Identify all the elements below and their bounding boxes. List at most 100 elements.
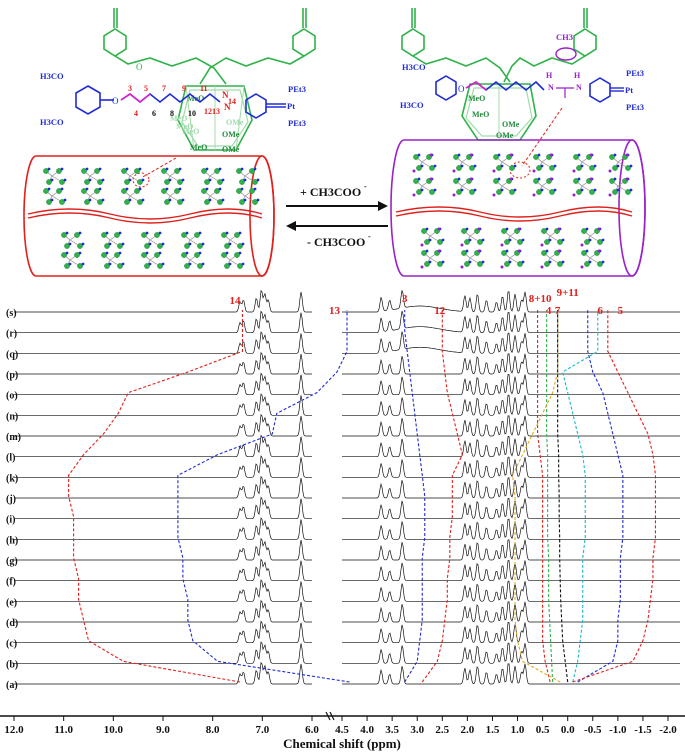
molecule-cluster [236,167,260,185]
tick-label: 2.0 [461,724,475,736]
ome-label: MeO [472,110,489,119]
methoxy-label: H3CO [400,100,424,110]
trace-label: (r) [6,329,17,340]
trace-label: (f) [6,577,16,588]
methoxy-label: H3CO [40,117,64,127]
molecule-cluster [420,249,445,269]
peak-guide-line [577,310,624,683]
tick-label: 12.0 [4,724,24,736]
nmr-trace [14,310,680,334]
molecule-cluster [452,153,477,173]
peak-guide-line [562,310,599,683]
methoxy-label: H3CO [40,71,64,81]
tick-label: -0.5 [584,724,602,736]
ome-label: MeO [182,127,199,136]
nmr-trace [14,289,680,313]
nmr-trace [14,455,680,478]
nitrogen-label: N [548,83,554,92]
nitrogen-label: N [576,83,582,92]
tick-label: 1.0 [511,724,525,736]
tick-label: 7.0 [255,724,269,736]
molecule-cluster [121,187,145,205]
tick-label: 0.5 [536,724,550,736]
trace-label: (d) [6,618,18,629]
chain-number: 9 [182,84,186,93]
tick-label: 4.5 [335,724,349,736]
trace-label: (h) [6,535,18,546]
peak-guide-line [557,310,569,683]
tick-label: -1.5 [634,724,652,736]
peak-guide-line [511,310,561,683]
peak-label: 3 [402,293,408,305]
nmr-trace [14,331,680,354]
nmr-trace [14,620,680,644]
tick-label: 1.5 [486,724,500,736]
trace-label: (g) [6,556,18,567]
pet3-label: PEt3 [626,102,644,112]
nh-label: H [546,71,553,80]
left-tube-molecule-clusters [43,167,260,269]
nmr-stacked-spectra [14,289,680,685]
molecule-cluster [181,251,205,269]
peak-guide-line [546,310,554,683]
platinum-label: Pt [287,101,295,111]
ome-label: MeO [468,94,485,103]
pointer-line-right [521,107,563,167]
peak-label: 8+10 [529,293,552,305]
peak-guide-line [404,310,426,683]
molecule-cluster [43,167,67,185]
peak-label: 14 [230,295,242,307]
trace-label: (b) [6,659,18,670]
chain-number: 8 [170,109,174,118]
molecule-cluster [532,177,557,197]
chain-number: 11 [200,84,208,93]
tick-label: 8.0 [206,724,220,736]
nh-label: H [574,71,581,80]
forward-arrow-label: + CH3COO [300,185,361,199]
trace-label: (e) [6,597,17,608]
tick-label: 6.0 [305,724,319,736]
peak-guide-line [68,310,244,683]
nmr-trace [14,558,680,582]
tick-label: 11.0 [54,724,73,736]
molecule-cluster [540,227,565,247]
ome-label: MeO [190,143,207,152]
molecule-cluster [420,227,445,247]
chain-number: 4 [134,109,138,118]
molecule-cluster [43,187,67,205]
molecule-cluster [201,187,225,205]
molecule-cluster [540,249,565,269]
tick-label: -1.0 [609,724,627,736]
chain-number: 12 [204,107,212,116]
tick-label: 0.0 [561,724,575,736]
molecule-cluster [412,177,437,197]
nmr-trace [14,641,680,664]
tick-label: 3.0 [410,724,424,736]
molecule-cluster [81,167,105,185]
molecule-cluster [492,177,517,197]
molecule-cluster [141,231,165,249]
ome-label: MeO [170,114,187,123]
trace-label: (c) [6,639,17,650]
molecule-cluster [121,167,145,185]
chain-number: 14 [228,97,236,106]
chain-number: 10 [188,109,196,118]
trace-label: (i) [6,515,15,526]
molecule-cluster [452,177,477,197]
methoxy-label: H3CO [402,62,426,72]
nitrogen-label: N [222,90,229,100]
molecule-cluster [61,251,85,269]
peak-label: 6 [598,305,604,317]
trace-labels: (s)(r)(q)(p)(o)(n)(m)(l)(k)(j)(i)(h)(g)(… [6,308,21,691]
trace-label: (m) [6,432,21,443]
trace-label: (p) [6,370,18,381]
molecule-cluster [161,187,185,205]
ome-label: OMe [222,145,240,154]
molecule-cluster [101,231,125,249]
ome-label: OMe [222,130,240,139]
molecule-cluster [532,153,557,173]
ome-label: OMe [496,131,514,140]
nmr-trace [14,434,680,458]
nmr-trace [14,579,680,602]
